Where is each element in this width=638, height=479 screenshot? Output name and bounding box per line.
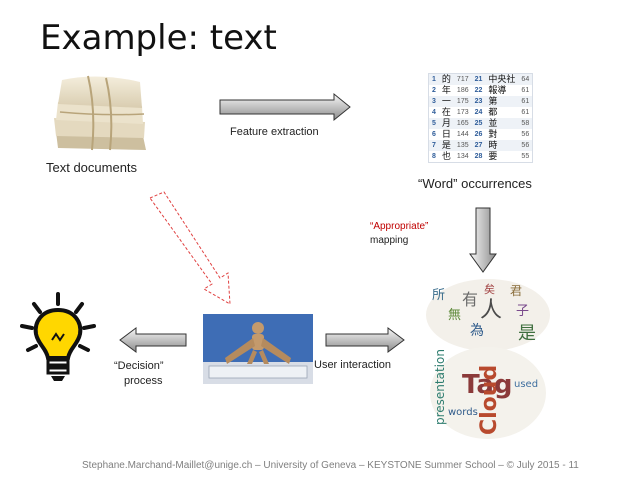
count-cell: 134 [456, 153, 469, 160]
svg-text:Tag: Tag [462, 370, 513, 400]
svg-text:子: 子 [516, 304, 529, 319]
rank-cell: 8 [432, 153, 436, 160]
word-cell: 的 [438, 74, 454, 85]
count-cell: 717 [453, 74, 472, 85]
mapping-label-line1: “Appropriate” [370, 221, 429, 232]
count-cell: 61 [521, 109, 530, 116]
rank-cell: 22 [474, 87, 483, 94]
rank-cell: 24 [474, 109, 483, 116]
svg-text:所: 所 [432, 288, 445, 303]
word-cell: 要 [488, 151, 498, 161]
word-cell: 時 [485, 140, 519, 151]
svg-text:presentation: presentation [433, 349, 447, 425]
user-interaction-arrow [325, 327, 405, 353]
rank-cell: 27 [471, 140, 486, 151]
word-cell: 中央社 [485, 74, 519, 85]
svg-text:used: used [514, 379, 538, 390]
count-cell: 186 [456, 87, 469, 94]
word-cell: 一 [438, 96, 454, 107]
red-dashed-arrow [149, 191, 231, 305]
svg-text:words: words [448, 407, 478, 418]
count-cell: 144 [456, 131, 469, 138]
mapping-arrow [469, 207, 497, 273]
rank-cell: 23 [471, 96, 486, 107]
page-number: 11 [568, 460, 579, 471]
decision-arrow [119, 327, 187, 353]
user-image [203, 314, 313, 384]
word-cell: 第 [485, 96, 519, 107]
word-cell: 報導 [488, 85, 507, 95]
word-cell: 在 [441, 107, 451, 117]
svg-text:人: 人 [480, 298, 502, 323]
count-cell: 175 [453, 96, 472, 107]
svg-text:有: 有 [462, 290, 478, 309]
user-interaction-label: User interaction [314, 359, 392, 371]
rank-cell: 7 [429, 140, 439, 151]
rank-cell: 1 [429, 74, 439, 85]
word-cell: 月 [438, 118, 454, 129]
rank-cell: 2 [432, 87, 436, 94]
footer: Stephane.Marchand-Maillet@unige.ch – Uni… [82, 460, 579, 471]
count-cell: 61 [518, 96, 533, 107]
rank-cell: 6 [432, 131, 436, 138]
count-cell: 64 [518, 74, 533, 85]
word-cell: 年 [441, 85, 451, 95]
occurrences-label: “Word” occurrences [418, 176, 532, 191]
svg-text:矣: 矣 [484, 282, 495, 296]
svg-text:為: 為 [470, 323, 484, 339]
count-cell: 55 [521, 153, 530, 160]
word-cell: 對 [488, 129, 498, 139]
svg-text:無: 無 [448, 308, 461, 323]
rank-cell: 28 [474, 153, 483, 160]
count-cell: 135 [453, 140, 472, 151]
word-cell: 並 [485, 118, 519, 129]
documents-label: Text documents [46, 160, 138, 175]
count-cell: 58 [518, 118, 533, 129]
count-cell: 56 [518, 140, 533, 151]
count-cell: 61 [521, 87, 530, 94]
count-cell: 165 [453, 118, 472, 129]
feature-extraction-arrow [219, 92, 351, 122]
rank-cell: 3 [429, 96, 439, 107]
word-cell: 日 [441, 129, 451, 139]
word-cell: 是 [438, 140, 454, 151]
slide-title: Example: text [40, 18, 277, 58]
rank-cell: 21 [471, 74, 486, 85]
count-cell: 173 [456, 109, 469, 116]
rank-cell: 5 [429, 118, 439, 129]
mapping-label-line2: mapping [370, 235, 409, 246]
word-cell: 都 [488, 107, 498, 117]
decision-label-line1: “Decision” [114, 360, 164, 372]
rank-cell: 4 [432, 109, 436, 116]
rank-cell: 25 [471, 118, 486, 129]
svg-text:Cloud: Cloud [477, 365, 502, 435]
decision-label-line2: process [124, 375, 163, 387]
lightbulb-icon [20, 292, 96, 381]
svg-text:君: 君 [510, 284, 522, 298]
documents-image [54, 75, 146, 151]
footer-text: Stephane.Marchand-Maillet@unige.ch – Uni… [82, 460, 569, 471]
svg-text:是: 是 [518, 323, 536, 344]
tag-cloud-image: 有 所 無 人 君 子 矣 是 為 Tag words used present… [426, 279, 550, 439]
count-cell: 56 [521, 131, 530, 138]
word-cell: 也 [441, 151, 451, 161]
feature-extraction-label: Feature extraction [230, 126, 319, 138]
rank-cell: 26 [474, 131, 483, 138]
